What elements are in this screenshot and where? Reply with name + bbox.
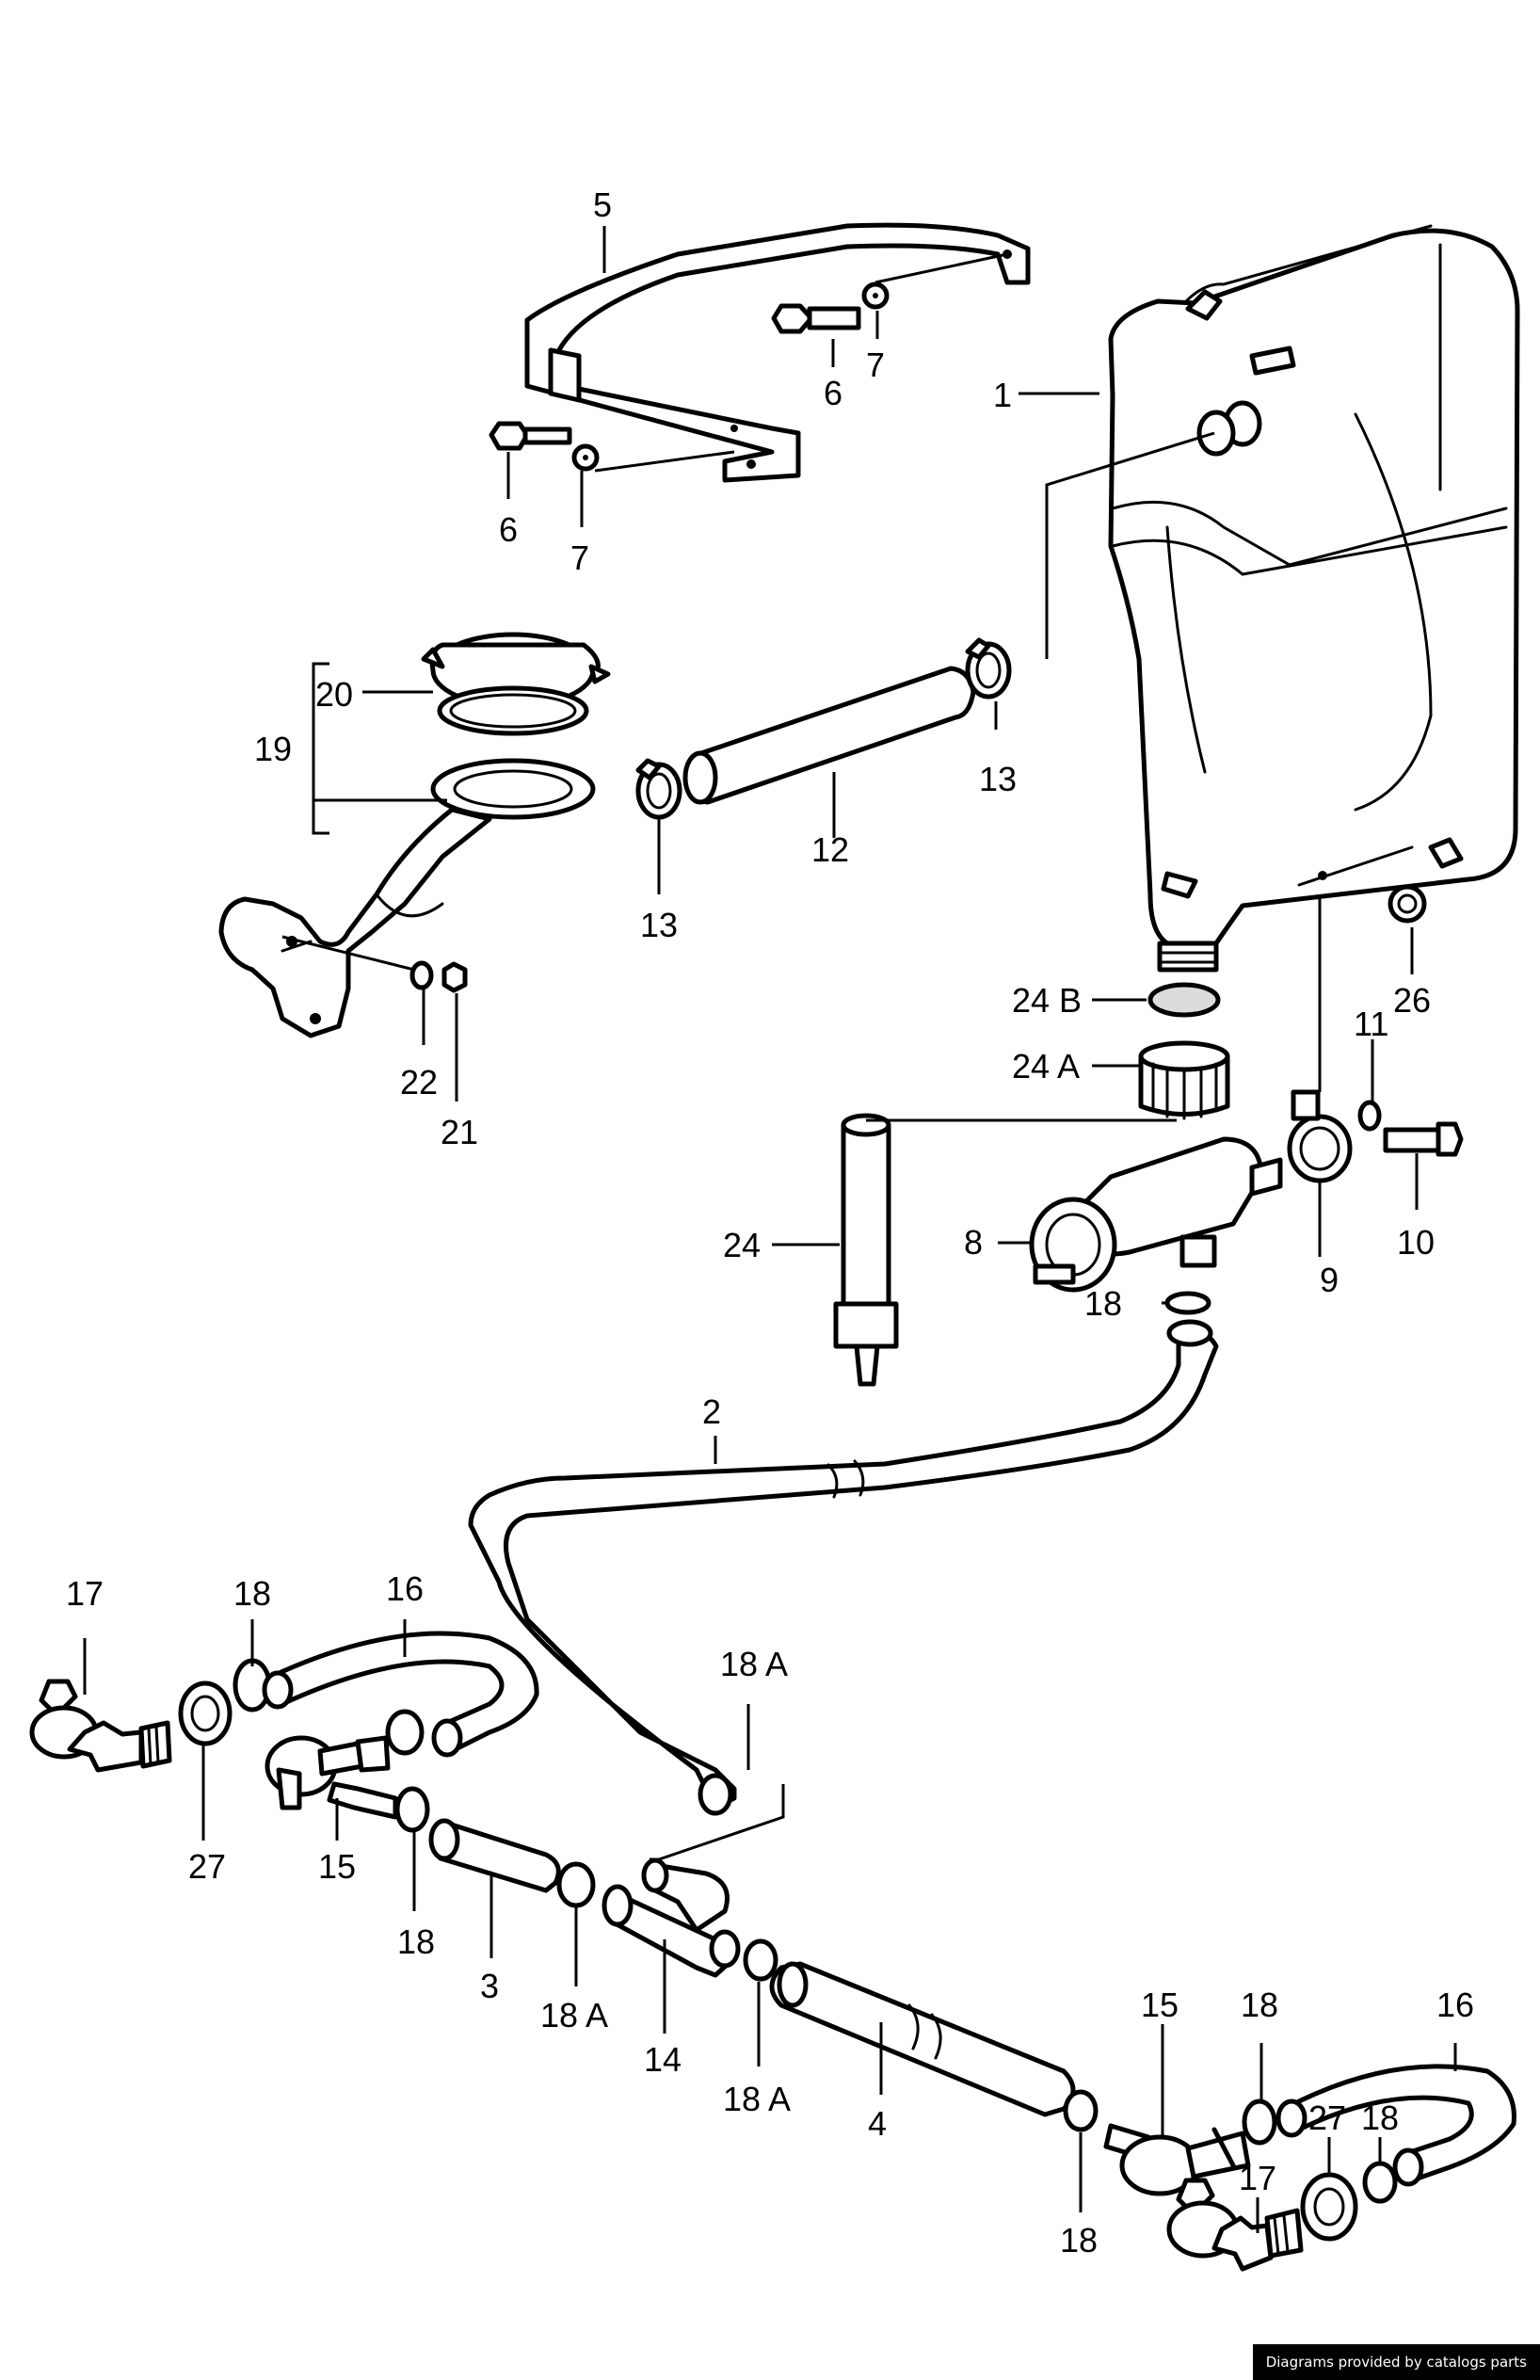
t-piece-15-right bbox=[1103, 2123, 1251, 2196]
reservoir-tank bbox=[1108, 224, 1520, 973]
clip-18-left-mid bbox=[385, 1709, 425, 1756]
label-17b: 17 bbox=[1239, 2159, 1276, 2197]
clip-18-right-mid bbox=[1242, 2099, 1277, 2146]
nozzle-17-left bbox=[29, 1679, 172, 1773]
bolt-upper bbox=[771, 303, 861, 334]
label-18a: 18 bbox=[1084, 1284, 1122, 1323]
grommet-27-right bbox=[1300, 2172, 1358, 2242]
hose-16-right bbox=[1275, 2064, 1516, 2187]
label-16a: 16 bbox=[386, 1569, 424, 1608]
label-2: 2 bbox=[702, 1392, 721, 1431]
label-7a: 7 bbox=[866, 346, 885, 384]
bolt-10 bbox=[1383, 1121, 1464, 1157]
label-22: 22 bbox=[400, 1063, 438, 1102]
washer-pump-8 bbox=[1029, 1136, 1283, 1293]
grommet-27-left bbox=[178, 1680, 233, 1746]
suction-pipe-24 bbox=[833, 1113, 899, 1387]
label-10: 10 bbox=[1397, 1223, 1435, 1262]
label-3: 3 bbox=[480, 1967, 499, 2005]
cap-nut-24A bbox=[1138, 1040, 1230, 1120]
label-18c: 18 bbox=[397, 1922, 435, 1961]
label-18Ac: 18 A bbox=[723, 2080, 791, 2118]
label-27a: 27 bbox=[188, 1847, 226, 1886]
part-labels: 5 6 7 6 7 1 20 19 13 12 13 24 B 26 24 A … bbox=[66, 185, 1474, 2259]
label-7b: 7 bbox=[570, 539, 589, 577]
label-5: 5 bbox=[593, 185, 612, 224]
label-18f: 18 bbox=[1060, 2221, 1098, 2259]
grommet-26 bbox=[1388, 884, 1427, 924]
nozzle-17-right bbox=[1166, 2178, 1304, 2272]
washer-lower bbox=[571, 443, 600, 472]
label-24A: 24 A bbox=[1012, 1047, 1080, 1085]
label-21: 21 bbox=[441, 1113, 478, 1151]
hose-4 bbox=[769, 1961, 1076, 2117]
label-14: 14 bbox=[644, 2040, 682, 2079]
clip-18-right-end bbox=[1362, 2161, 1398, 2204]
label-16b: 16 bbox=[1436, 1986, 1474, 2024]
label-4: 4 bbox=[868, 2104, 887, 2143]
label-15a: 15 bbox=[318, 1847, 356, 1886]
clip-18-right-low bbox=[1063, 2089, 1099, 2132]
label-24: 24 bbox=[723, 1226, 761, 1264]
label-12: 12 bbox=[811, 830, 849, 869]
clip-18-left-low bbox=[394, 1786, 430, 1833]
pump-clamp-9 bbox=[1287, 1089, 1353, 1183]
label-18Ab: 18 A bbox=[540, 1996, 608, 2034]
t-piece-15-left bbox=[265, 1735, 398, 1820]
nut-21 bbox=[441, 961, 468, 993]
filler-cap bbox=[421, 632, 611, 709]
strainer-24B bbox=[1147, 982, 1221, 1018]
hose-2 bbox=[468, 1319, 1219, 1816]
hose-16-left bbox=[262, 1631, 539, 1758]
label-18d: 18 bbox=[1241, 1986, 1278, 2024]
clamp-13-left bbox=[635, 758, 682, 820]
label-6a: 6 bbox=[824, 374, 842, 412]
leader-lines bbox=[83, 226, 1457, 2233]
label-13a: 13 bbox=[979, 760, 1017, 798]
label-26: 26 bbox=[1393, 981, 1431, 1020]
washer-upper bbox=[861, 281, 890, 310]
label-13b: 13 bbox=[640, 906, 678, 944]
label-18e: 18 bbox=[1361, 2099, 1399, 2137]
label-27b: 27 bbox=[1308, 2099, 1346, 2137]
label-20: 20 bbox=[315, 675, 353, 714]
bolt-lower bbox=[489, 421, 572, 451]
label-17a: 17 bbox=[66, 1574, 104, 1613]
label-1: 1 bbox=[993, 376, 1012, 414]
cap-seal bbox=[437, 685, 589, 736]
label-15b: 15 bbox=[1141, 1986, 1179, 2024]
spring-clip-18-pump bbox=[1164, 1291, 1211, 1315]
label-19: 19 bbox=[254, 730, 292, 768]
washer-11 bbox=[1357, 1100, 1382, 1132]
label-18b: 18 bbox=[233, 1574, 271, 1613]
bracket bbox=[524, 222, 1031, 483]
clip-18A-mid bbox=[743, 1938, 778, 1982]
connector-14 bbox=[602, 1857, 741, 1978]
label-18Aa: 18 A bbox=[720, 1645, 788, 1683]
hose-3 bbox=[428, 1818, 561, 1893]
label-9: 9 bbox=[1320, 1261, 1339, 1299]
hose-12 bbox=[682, 666, 976, 805]
label-8: 8 bbox=[964, 1223, 983, 1262]
label-24B: 24 B bbox=[1012, 981, 1082, 1020]
filler-neck bbox=[218, 758, 596, 1038]
clamp-13-right bbox=[965, 637, 1012, 700]
clip-18A-left bbox=[556, 1861, 596, 1908]
washer-22 bbox=[409, 960, 434, 990]
label-6b: 6 bbox=[499, 510, 518, 549]
credit-banner: Diagrams provided by catalogs parts bbox=[1252, 2344, 1540, 2380]
label-11: 11 bbox=[1354, 1005, 1388, 1043]
